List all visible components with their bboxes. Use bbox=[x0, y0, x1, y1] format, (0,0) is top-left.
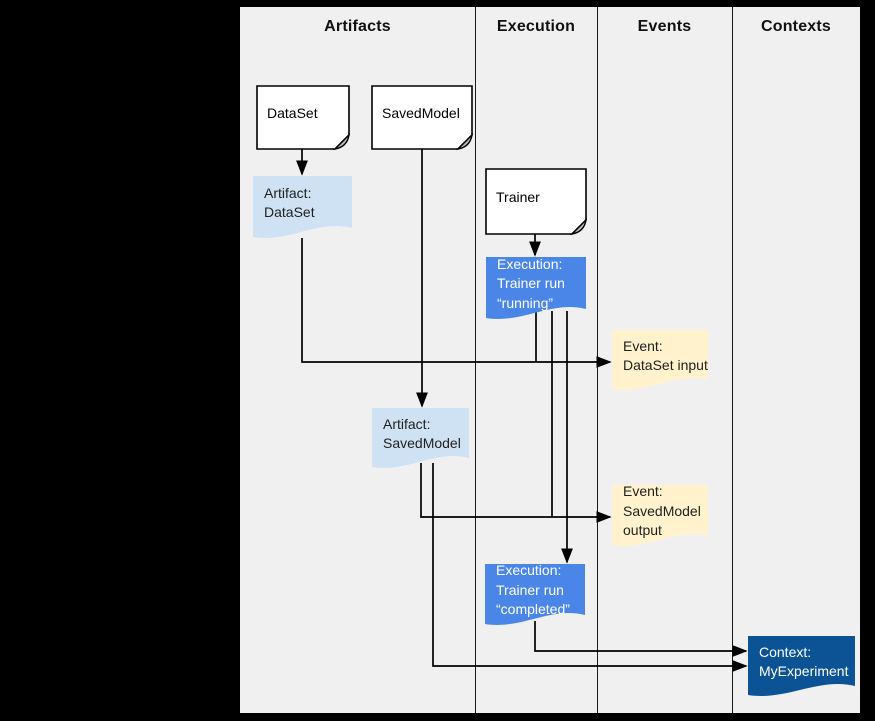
node-label-line: Trainer run bbox=[497, 275, 565, 292]
node-event-dataset-input: Event: DataSet input bbox=[612, 330, 708, 392]
edge-artifact-savedmodel-to-event-savedmodel-output bbox=[420, 463, 612, 523]
node-label-line: DataSet input bbox=[623, 357, 708, 373]
node-label-line: DataSet bbox=[267, 104, 318, 121]
folded-corner-icon bbox=[569, 217, 588, 236]
node-artifact-savedmodel: Artifact: SavedModel bbox=[372, 408, 469, 470]
node-label-line: SavedModel bbox=[382, 104, 460, 121]
node-dataset-box: DataSet bbox=[256, 85, 351, 151]
column-header-events: Events bbox=[637, 18, 692, 35]
column-header-artifacts: Artifacts bbox=[324, 18, 391, 35]
node-label-line: MyExperiment bbox=[759, 663, 849, 679]
node-label-line: DataSet bbox=[264, 204, 315, 220]
node-label-line: Artifact: bbox=[383, 415, 431, 432]
edges-layer bbox=[296, 148, 748, 672]
node-execution-trainer-running: Execution: Trainer run “running” bbox=[486, 255, 586, 321]
edge-artifact-dataset-to-event-dataset-input bbox=[301, 238, 612, 368]
node-label-line: Trainer run bbox=[496, 581, 564, 598]
node-label-line: Execution: bbox=[497, 255, 563, 272]
node-label-line: output bbox=[623, 522, 662, 539]
node-label-line: Context: bbox=[759, 643, 812, 660]
column-divider bbox=[475, 7, 476, 713]
node-label-line: Execution: bbox=[496, 562, 562, 579]
folded-corner-icon bbox=[455, 132, 474, 151]
node-trainer-box: Trainer bbox=[485, 168, 588, 236]
edge-execution-completed-to-context bbox=[534, 621, 748, 657]
node-artifact-dataset: Artifact: DataSet bbox=[253, 176, 352, 240]
node-label-line: “completed” bbox=[496, 601, 570, 618]
column-header-contexts: Contexts bbox=[760, 18, 832, 35]
node-execution-trainer-completed: Execution: Trainer run “completed” bbox=[485, 562, 585, 627]
node-label-line: Event: bbox=[623, 483, 663, 500]
node-label-line: Trainer bbox=[496, 188, 540, 205]
node-label-line: “running” bbox=[497, 294, 554, 311]
column-header-execution: Execution bbox=[496, 18, 576, 35]
node-context-myexperiment: Context: MyExperiment bbox=[748, 636, 855, 698]
node-label-line: Event: bbox=[623, 337, 663, 354]
node-label-line: SavedModel bbox=[623, 502, 701, 519]
node-savedmodel-box: SavedModel bbox=[371, 85, 474, 151]
node-event-savedmodel-output: Event: SavedModel output bbox=[612, 483, 708, 548]
folded-corner-icon bbox=[332, 132, 351, 151]
column-divider bbox=[732, 7, 733, 713]
edge-artifact-savedmodel-to-context bbox=[432, 463, 748, 672]
node-label-line: SavedModel bbox=[383, 435, 461, 451]
node-label-line: Artifact: bbox=[264, 184, 312, 201]
diagram-canvas: Artifacts Execution Events Contexts DataSet… bbox=[240, 7, 860, 713]
